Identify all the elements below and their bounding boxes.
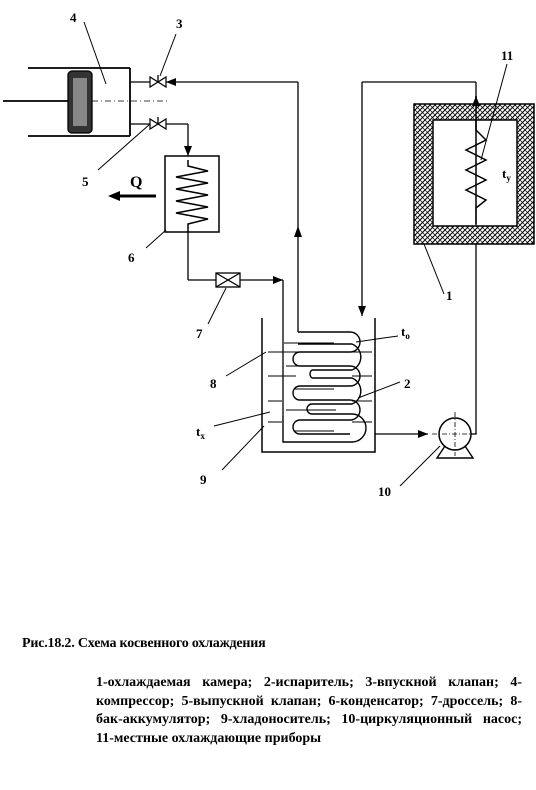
label-heat-q: Q (130, 174, 142, 191)
heat-arrow (108, 191, 120, 201)
suction-line (166, 81, 299, 332)
flow-arrows (108, 78, 480, 438)
label-1: 1 (446, 288, 453, 303)
figure-caption-legend: 1-охлаждаемая камера; 2-испаритель; 3-вп… (96, 675, 522, 746)
liquid-line (187, 232, 284, 416)
label-3: 3 (176, 16, 183, 31)
compressor (3, 67, 170, 137)
label-temp-evaporation: to (401, 324, 410, 341)
cooled-chamber (413, 103, 535, 245)
label-11: 11 (501, 48, 513, 63)
inlet-valve (130, 75, 167, 89)
label-9: 9 (200, 472, 207, 487)
cooling-schematic: 4 3 5 6 7 8 9 10 2 1 11 Q to tx ty (3, 10, 535, 499)
condenser (164, 155, 220, 233)
discharge-line (166, 123, 189, 156)
label-10: 10 (378, 484, 391, 499)
label-5: 5 (82, 174, 89, 189)
local-cooling-device (464, 96, 488, 224)
outlet-valve (130, 117, 167, 131)
label-4: 4 (70, 10, 77, 25)
label-6: 6 (128, 250, 135, 265)
label-8: 8 (210, 376, 217, 391)
label-temp-device: ty (502, 166, 511, 183)
accumulator-tank (261, 318, 376, 453)
evaporator-coil (282, 331, 367, 443)
figure-caption-title: Рис.18.2. Схема косвенного охлаждения (22, 636, 266, 651)
leader-lines (83, 21, 508, 487)
label-2: 2 (404, 376, 411, 391)
circulation-pump (432, 412, 478, 459)
throttle-valve (215, 272, 241, 288)
label-7: 7 (196, 326, 203, 341)
brine-level-lines (268, 342, 372, 432)
label-temp-brine: tx (196, 424, 205, 441)
